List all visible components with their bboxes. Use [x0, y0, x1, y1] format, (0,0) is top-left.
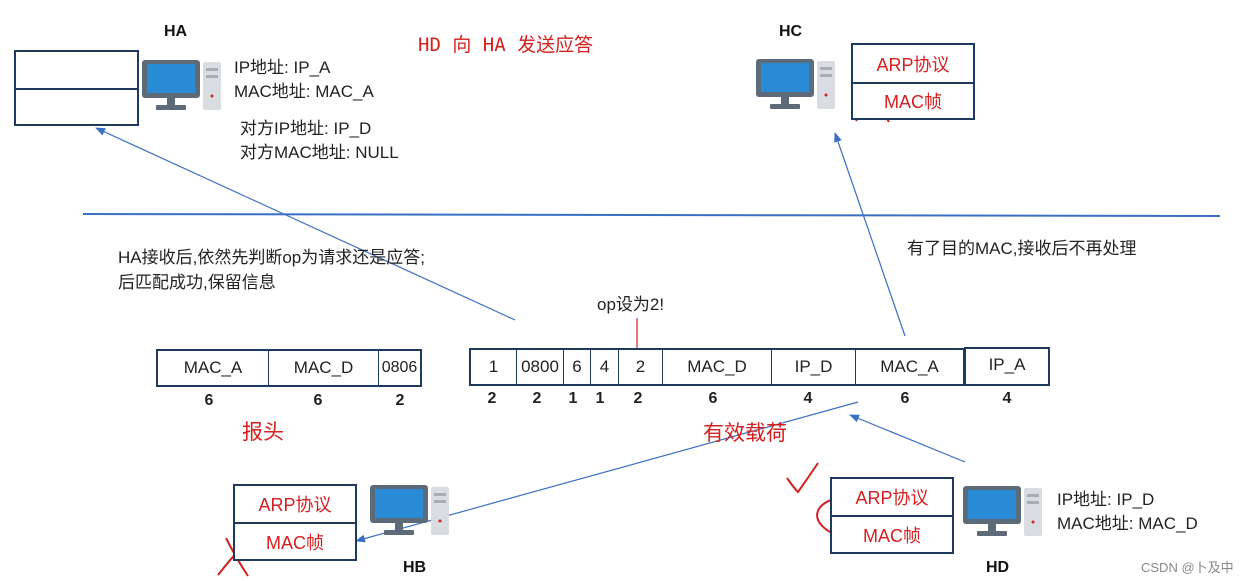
payload-size: 6	[900, 390, 910, 407]
arrow-to-hc	[834, 132, 906, 337]
payload-field: MAC_D	[662, 350, 771, 384]
computer-icon	[140, 58, 221, 114]
arrow-to-ha	[95, 127, 516, 321]
hb-mac-layer: MAC帧	[235, 522, 355, 559]
payload-size: 2	[532, 390, 542, 407]
payload-field: 0800	[516, 350, 563, 384]
header-size: 6	[204, 392, 214, 409]
hd-check-mark	[786, 462, 819, 494]
divider-line	[82, 213, 1221, 217]
ha-peer-mac: 对方MAC地址: NULL	[240, 143, 399, 162]
payload-frame: 1 0800 6 4 2 MAC_D IP_D MAC_A	[469, 348, 965, 386]
payload-label: 有效载荷	[703, 422, 787, 445]
payload-field: IP_A	[988, 355, 1026, 374]
hc-mac-layer: MAC帧	[853, 82, 973, 118]
computer-icon	[754, 57, 835, 113]
ha-receive-note-2: 后匹配成功,保留信息	[118, 273, 276, 292]
host-hb-label: HB	[403, 559, 427, 576]
payload-field: MAC_A	[855, 350, 963, 384]
header-field: MAC_A	[183, 358, 243, 377]
hc-protocol-stack: ARP协议 MAC帧	[851, 43, 975, 120]
payload-size: 2	[633, 390, 643, 407]
ha-receive-note-1: HA接收后,依然先判断op为请求还是应答;	[118, 248, 425, 267]
watermark: CSDN @卜及中	[1141, 560, 1234, 575]
hb-protocol-stack: ARP协议 MAC帧	[233, 484, 357, 561]
payload-size: 1	[568, 390, 578, 407]
host-hc-label: HC	[779, 23, 803, 40]
computer-icon	[368, 483, 449, 539]
hd-mac-layer: MAC帧	[832, 515, 952, 552]
payload-frame-tail: IP_A	[964, 347, 1050, 386]
payload-field: 1	[488, 357, 499, 376]
hd-ip: IP地址: IP_D	[1057, 490, 1155, 509]
header-field: MAC_D	[268, 351, 378, 385]
header-label: 报头	[242, 421, 284, 444]
payload-size: 2	[487, 390, 497, 407]
payload-field: 4	[590, 350, 618, 384]
payload-field: 6	[563, 350, 590, 384]
payload-field: IP_D	[771, 350, 855, 384]
op-note: op设为2!	[597, 295, 665, 314]
hb-arp-layer: ARP协议	[258, 495, 332, 515]
header-field: 0806	[378, 351, 420, 385]
header-size: 6	[313, 392, 323, 409]
payload-field: 2	[618, 350, 662, 384]
host-hd-label: HD	[986, 559, 1010, 576]
computer-icon	[961, 484, 1042, 540]
hc-note: 有了目的MAC,接收后不再处理	[907, 239, 1137, 258]
hd-mac: MAC地址: MAC_D	[1057, 514, 1198, 533]
ha-protocol-stack	[14, 50, 139, 126]
ha-peer-ip: 对方IP地址: IP_D	[240, 119, 372, 138]
ha-mac: MAC地址: MAC_A	[234, 82, 374, 101]
hd-arp-layer: ARP协议	[855, 488, 929, 508]
header-size: 2	[395, 392, 405, 409]
hd-protocol-stack: ARP协议 MAC帧	[830, 477, 954, 554]
ha-ip: IP地址: IP_A	[234, 58, 331, 77]
payload-size: 4	[803, 390, 813, 407]
payload-size: 6	[708, 390, 718, 407]
arrow-hd-to-payload	[849, 414, 966, 463]
hc-arp-layer: ARP协议	[876, 54, 950, 75]
diagram-title: HD 向 HA 发送应答	[418, 34, 594, 56]
host-ha-label: HA	[164, 23, 188, 40]
header-frame: MAC_A MAC_D 0806	[156, 349, 422, 387]
payload-size: 4	[1002, 390, 1012, 407]
payload-size: 1	[595, 390, 605, 407]
